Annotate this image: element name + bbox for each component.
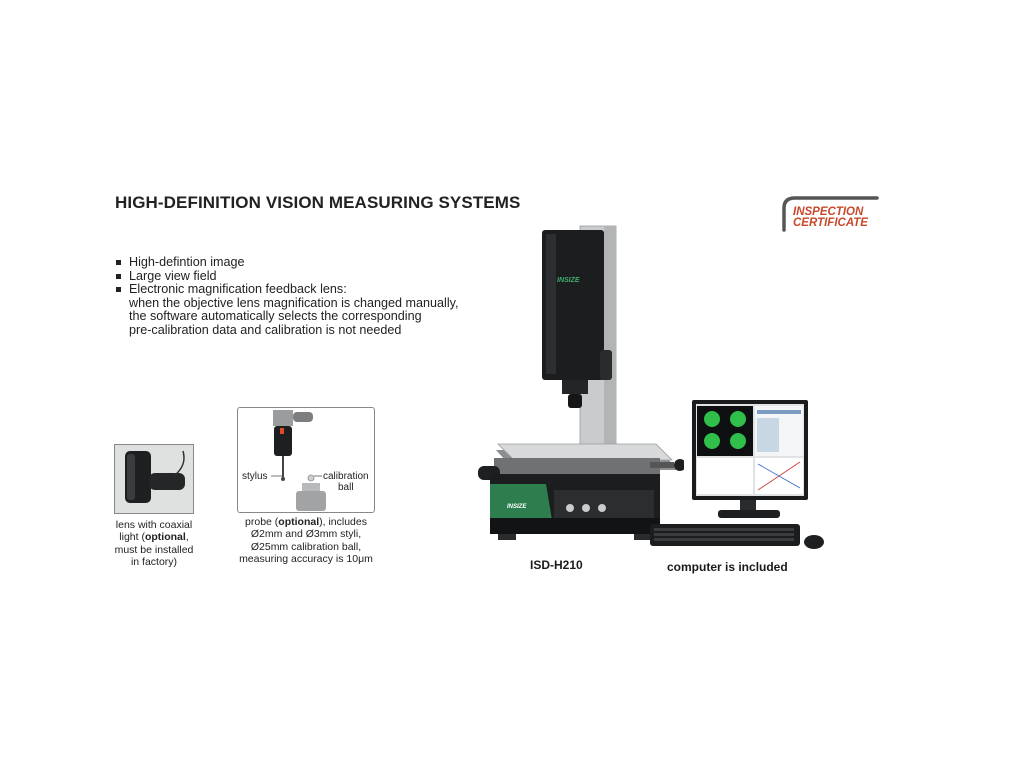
- probe-caption-text: probe (: [245, 516, 279, 528]
- lens-illustration-icon: [115, 445, 193, 513]
- lens-caption-text: ,: [185, 531, 189, 544]
- page-title: HIGH-DEFINITION VISION MEASURING SYSTEMS: [115, 193, 521, 212]
- feature-item: Large view field: [115, 269, 459, 284]
- computer-monitor-icon: [650, 400, 824, 549]
- lens-caption: lens with coaxial light (optional, must …: [108, 519, 200, 569]
- badge-text: INSPECTION CERTIFICATE: [793, 206, 868, 229]
- lens-caption-line: in factory): [130, 556, 178, 569]
- probe-caption-line: Ø25mm calibration ball,: [250, 540, 362, 553]
- feature-item: Electronic magnification feedback lens:: [115, 282, 459, 297]
- lens-caption-line: light (optional,: [108, 531, 200, 543]
- badge-line-2: CERTIFICATE: [793, 217, 868, 229]
- probe-caption-text: ), includes: [319, 516, 367, 528]
- probe-caption-line: Ø2mm and Ø3mm styli,: [250, 528, 362, 541]
- vision-measuring-machine-image: INSIZE INSIZE: [474, 222, 686, 542]
- calibration-ball-label-line: calibration: [323, 471, 369, 482]
- machine-base-logo: INSIZE: [507, 504, 527, 510]
- probe-caption-line: measuring accuracy is 10μm: [239, 553, 373, 566]
- coaxial-lens-photo: [114, 444, 194, 514]
- probe-photo: stylus calibration ball: [237, 407, 375, 513]
- feature-detail: the software automatically selects the c…: [129, 309, 422, 323]
- computer-image: [648, 400, 828, 555]
- calibration-ball-label-line: ball: [338, 482, 354, 493]
- probe-caption-line: probe (optional), includes: [231, 516, 381, 528]
- stylus-label: stylus: [242, 471, 268, 482]
- feature-detail: pre-calibration data and calibration is …: [129, 322, 402, 337]
- probe-illustration-icon: [271, 410, 326, 511]
- inspection-certificate-badge: INSPECTION CERTIFICATE: [781, 196, 887, 232]
- probe-caption: probe (optional), includes Ø2mm and Ø3mm…: [231, 516, 381, 566]
- computer-caption: computer is included: [667, 560, 788, 574]
- feature-detail: when the objective lens magnification is…: [129, 295, 459, 310]
- probe-caption-optional: optional: [278, 516, 320, 528]
- lens-caption-line: lens with coaxial: [115, 519, 193, 531]
- lens-caption-line: must be installed: [114, 543, 194, 556]
- badge-line-1: INSPECTION: [793, 206, 864, 218]
- calibration-ball-label: calibration ball: [323, 471, 369, 493]
- feature-item: High-defintion image: [115, 255, 459, 270]
- lens-caption-text: light (: [119, 531, 145, 544]
- lens-caption-optional: optional: [144, 531, 186, 544]
- machine-model-label: ISD-H210: [530, 558, 583, 572]
- machine-brand-logo: INSIZE: [557, 277, 580, 284]
- feature-list: High-defintion image Large view field El…: [115, 255, 459, 337]
- measuring-machine-icon: [478, 225, 686, 540]
- badge-frame-icon: [782, 196, 879, 232]
